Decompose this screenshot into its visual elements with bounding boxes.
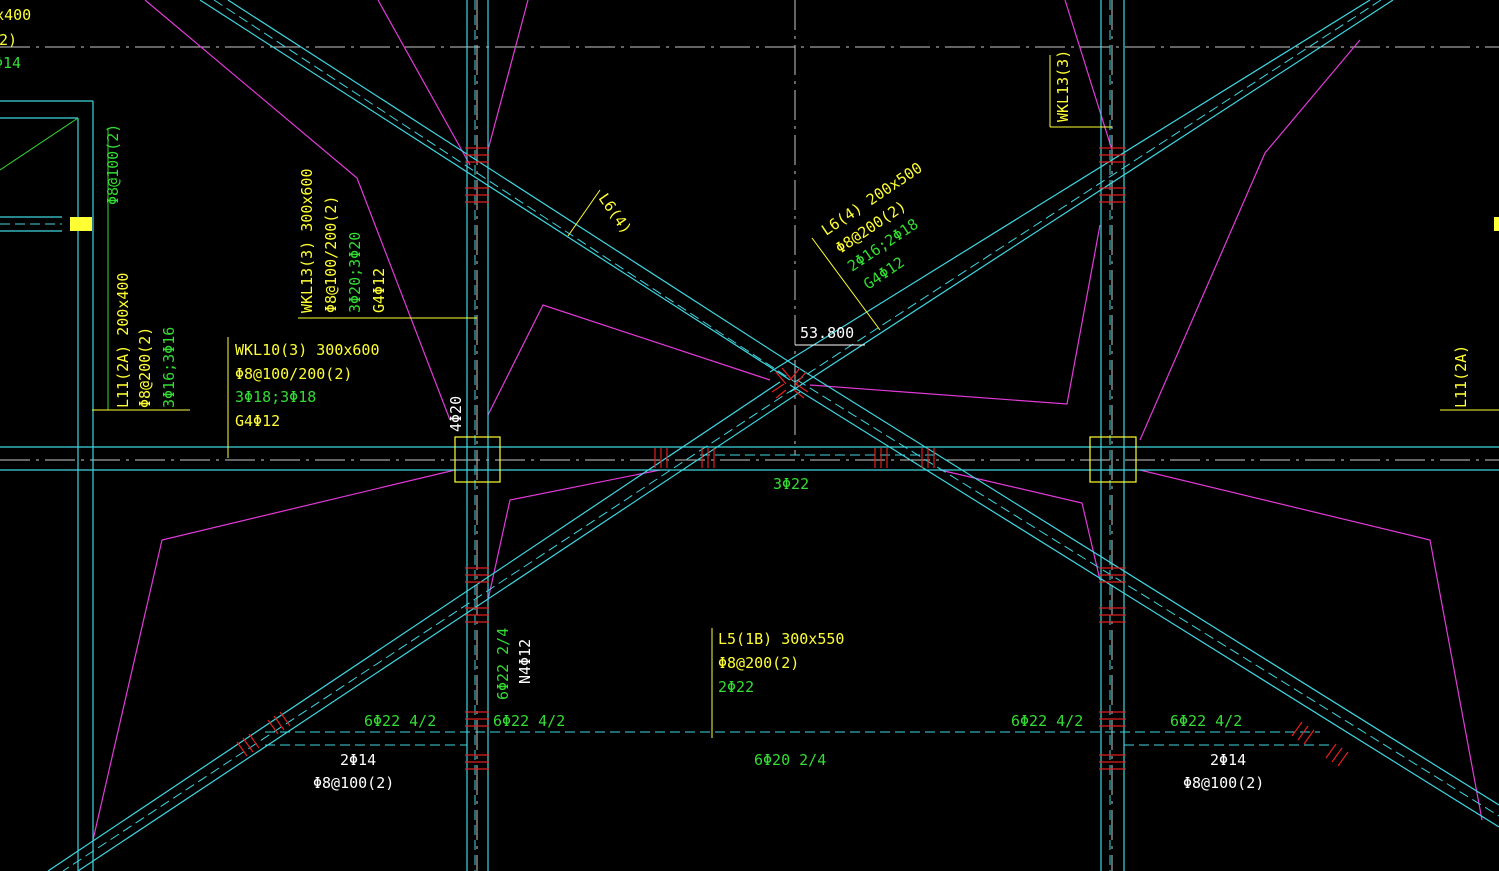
beam-name-label: WKL13(3) 300x600: [298, 169, 316, 314]
columns: [454, 436, 1137, 483]
panel-diagonal: [0, 117, 79, 171]
beam-hidden: [796, 379, 1499, 817]
leader-line: [811, 237, 881, 331]
rebar-mark: [1099, 187, 1126, 203]
slab-line: [1064, 0, 1113, 151]
column-marker: [1494, 217, 1499, 231]
slab-line: [487, 304, 771, 416]
bars-label: 3Φ22: [773, 475, 809, 493]
rebar-mark: [465, 187, 489, 203]
bars-label: 6Φ22 4/2: [364, 712, 436, 730]
column-bars-label: 4Φ20: [447, 396, 465, 432]
slab-line: [487, 469, 661, 601]
bars-label: 3Φ16;3Φ16: [160, 327, 178, 408]
bars-label: 3Φ20;3Φ20: [346, 232, 364, 313]
beam-name-label: L5(1B) 300x550: [718, 630, 844, 648]
bars-label: 2Φ14: [340, 751, 376, 769]
slab-line: [1139, 469, 1483, 821]
stirrup-label: (2): [0, 31, 17, 49]
rebar-mark: [775, 367, 807, 385]
leader-lines: [92, 55, 1499, 738]
rebar-mark: [1291, 721, 1315, 745]
column-marker: [70, 217, 92, 231]
slab-line: [1139, 39, 1361, 441]
column-markers: [70, 217, 1499, 231]
slab-line: [809, 224, 1101, 405]
annotations: 200x400 (2) Φ14 Φ8@100(2) L11(2A) 200x40…: [0, 6, 1470, 792]
rebar-mark: [1099, 147, 1126, 163]
beam-name-label: WKL13(3): [1054, 50, 1072, 122]
side-bars-label: G4Φ12: [235, 412, 280, 430]
rebar-mark: [921, 448, 935, 468]
slab-line: [487, 0, 529, 151]
bars-label: 6Φ22 2/4: [494, 628, 512, 700]
beam-name-label: WKL10(3) 300x600: [235, 341, 380, 359]
rebar-mark: [771, 383, 809, 399]
column-left[interactable]: [454, 436, 501, 483]
beam-hidden: [62, 387, 796, 871]
slab-line: [144, 0, 451, 421]
slab-line: [939, 469, 1101, 581]
rebar-mark: [1099, 711, 1126, 727]
bars-label: Φ14: [0, 54, 21, 72]
rebar-mark: [465, 567, 489, 583]
beam-name-label: L11(2A): [1452, 345, 1470, 408]
rebar-mark: [267, 711, 291, 735]
bars-label: 2Φ22: [718, 678, 754, 696]
slab-line: [92, 469, 456, 841]
beam-edge: [199, 0, 791, 381]
rebar-mark: [465, 147, 489, 163]
beam-edge: [769, 0, 1371, 373]
beam-hidden: [213, 0, 796, 383]
stirrup-label: Φ8@100(2): [313, 774, 394, 792]
rebar-mark: [465, 711, 489, 727]
rebar-mark: [236, 733, 260, 757]
elevation-label: 53.800: [800, 324, 854, 342]
rebar-mark: [701, 448, 715, 468]
slab-outline-lines: [92, 0, 1483, 841]
size-label: 200x400: [0, 6, 31, 24]
stirrup-label: Φ8@100/200(2): [235, 365, 352, 383]
beam-edge: [77, 391, 801, 871]
beam-edge: [789, 384, 1499, 828]
side-bars-label: N4Φ12: [516, 639, 534, 684]
beam-edge: [227, 0, 806, 373]
stirrup-label: Φ8@200(2): [718, 654, 799, 672]
rebar-marks: [236, 147, 1349, 770]
bars-label: 6Φ22 4/2: [1170, 712, 1242, 730]
beam-hidden: [794, 0, 1382, 383]
beam-name-label: L6(4): [595, 190, 636, 237]
column-right[interactable]: [1089, 436, 1137, 483]
beam-edge: [789, 0, 1394, 393]
side-bars-label: G4Φ12: [370, 268, 388, 313]
rebar-mark: [654, 448, 668, 468]
rebar-mark: [1099, 567, 1126, 583]
beam-edge: [804, 371, 1499, 806]
bars-label: 6Φ22 4/2: [1011, 712, 1083, 730]
beam-name-label: L11(2A) 200x400: [114, 273, 132, 408]
bars-label: 6Φ20 2/4: [754, 751, 826, 769]
stirrup-label: Φ8@100(2): [104, 124, 122, 205]
bars-label: 2Φ14: [1210, 751, 1246, 769]
slab-line: [377, 0, 471, 166]
stirrup-label: Φ8@100/200(2): [322, 196, 340, 313]
beam-edge: [47, 381, 781, 871]
stirrup-label: Φ8@200(2): [136, 327, 154, 408]
rebar-mark: [1099, 754, 1126, 770]
rebar-mark: [874, 448, 888, 468]
rebar-mark: [465, 754, 489, 770]
bars-label: 3Φ18;3Φ18: [235, 388, 316, 406]
leader-line: [567, 189, 601, 237]
rebar-mark: [465, 607, 489, 623]
rebar-mark: [1099, 607, 1126, 623]
bars-label: 6Φ22 4/2: [493, 712, 565, 730]
rebar-mark: [1325, 743, 1349, 767]
stirrup-label: Φ8@100(2): [1183, 774, 1264, 792]
